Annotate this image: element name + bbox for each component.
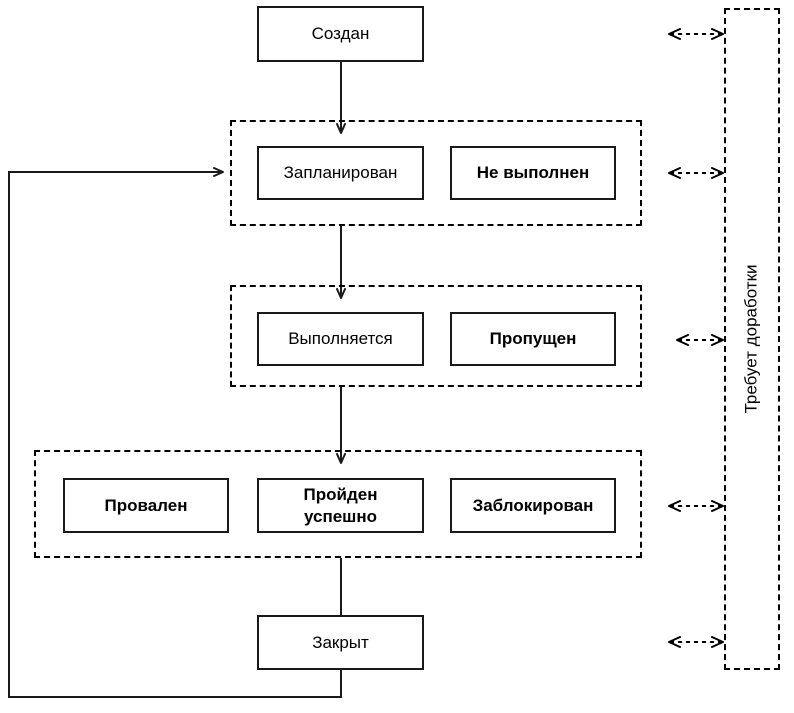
- state-box-in-progress[interactable]: Выполняется: [257, 312, 424, 366]
- state-label-planned: Запланирован: [283, 163, 398, 183]
- group-result-container: [34, 450, 642, 558]
- state-box-not-executed[interactable]: Не выполнен: [450, 146, 616, 200]
- state-label-closed: Закрыт: [312, 632, 369, 652]
- state-label-in-progress: Выполняется: [288, 329, 393, 349]
- state-label-blocked: Заблокирован: [472, 495, 594, 515]
- rework-panel-label: Требует доработки: [742, 264, 762, 414]
- group-planned-container: [230, 120, 642, 226]
- state-box-failed[interactable]: Провален: [63, 478, 229, 533]
- rework-panel[interactable]: Требует доработки: [724, 8, 780, 670]
- state-box-blocked[interactable]: Заблокирован: [450, 478, 616, 533]
- state-box-closed[interactable]: Закрыт: [257, 615, 424, 670]
- state-label-passed: Пройден успешно: [303, 485, 378, 526]
- state-box-planned[interactable]: Запланирован: [257, 146, 424, 200]
- state-label-created: Создан: [311, 24, 370, 44]
- group-inprogress-container: [230, 285, 642, 387]
- edge-closed-to-planned-loop: [8, 167, 342, 698]
- state-box-created[interactable]: Создан: [257, 6, 424, 62]
- state-label-not-executed: Не выполнен: [476, 163, 590, 183]
- state-box-passed[interactable]: Пройден успешно: [257, 478, 424, 533]
- state-label-skipped: Пропущен: [489, 329, 577, 349]
- state-label-failed: Провален: [104, 495, 188, 515]
- state-box-skipped[interactable]: Пропущен: [450, 312, 616, 366]
